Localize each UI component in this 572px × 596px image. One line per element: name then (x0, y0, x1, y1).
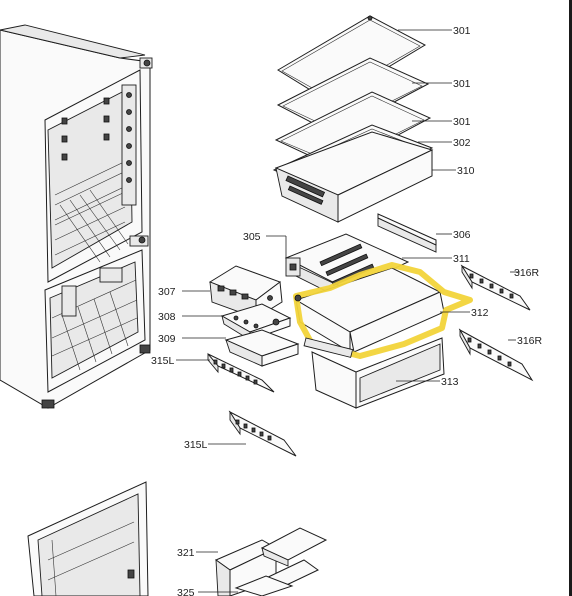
rail-315l-lower (228, 410, 297, 457)
door-bin-325 (234, 575, 294, 596)
rail-306 (377, 213, 437, 253)
label-301-top: 301 (453, 25, 471, 37)
part-labels: 301 301 301 302 310 305 306 311 316R 307… (151, 25, 543, 596)
label-311: 311 (453, 253, 470, 265)
refrigerator-cabinet (0, 24, 153, 409)
label-315l-upper: 315L (151, 355, 175, 367)
label-308: 308 (158, 311, 176, 323)
label-325: 325 (177, 587, 195, 596)
part-305 (285, 257, 301, 277)
label-302: 302 (453, 137, 471, 149)
label-305: 305 (243, 231, 261, 243)
rail-316r-upper (460, 264, 531, 311)
leader-lines (176, 29, 520, 593)
label-307: 307 (158, 286, 176, 298)
tray-309 (224, 329, 300, 367)
door-frame (27, 481, 149, 596)
label-301-lower: 301 (453, 116, 471, 128)
crisper-cover-310 (274, 131, 434, 223)
label-310: 310 (457, 165, 475, 177)
drawer-313 (311, 337, 445, 409)
label-313: 313 (441, 376, 459, 388)
label-321: 321 (177, 547, 195, 559)
label-316r-lower: 316R (517, 335, 543, 347)
label-309: 309 (158, 333, 176, 345)
rail-316r-lower (458, 328, 534, 382)
crisper-drawer-312 (293, 262, 473, 359)
label-301-middle: 301 (453, 78, 471, 90)
label-315l-lower: 315L (184, 439, 208, 451)
rail-315l-upper (207, 352, 275, 393)
label-312: 312 (471, 307, 489, 319)
door-bin-321 (214, 539, 278, 596)
label-306: 306 (453, 229, 471, 241)
page-edge-border (569, 0, 572, 596)
label-316r-upper: 316R (514, 267, 540, 279)
